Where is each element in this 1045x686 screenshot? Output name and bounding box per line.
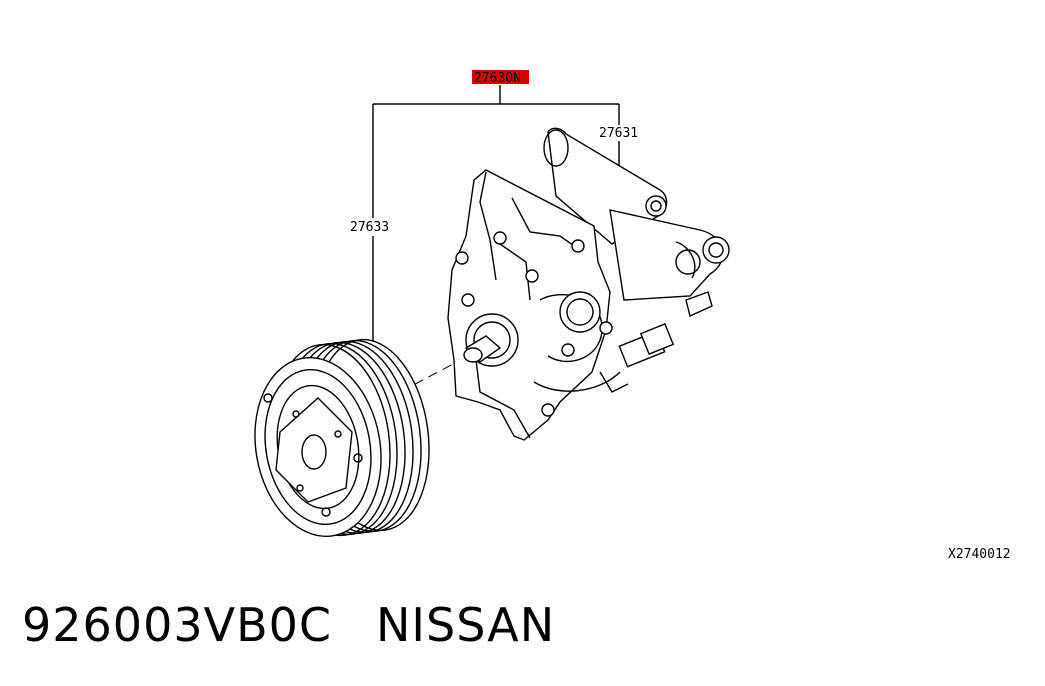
callout-clutch[interactable]: 27633 — [350, 220, 389, 235]
leader-bracket — [372, 85, 620, 352]
caption-part-number: 926003VB0C — [22, 598, 333, 652]
caption: 926003VB0C NISSAN — [22, 598, 555, 652]
caption-brand: NISSAN — [376, 598, 556, 652]
callout-assembly-label: 27630N — [474, 71, 521, 86]
compressor-drawing — [447, 127, 730, 441]
callout-assembly-highlight — [472, 70, 529, 84]
callout-assembly[interactable]: 27630N — [472, 70, 529, 86]
callout-compressor[interactable]: 27631 — [599, 126, 638, 141]
reference-code: X2740012 — [948, 547, 1011, 562]
pulley-clutch-drawing — [254, 338, 430, 537]
